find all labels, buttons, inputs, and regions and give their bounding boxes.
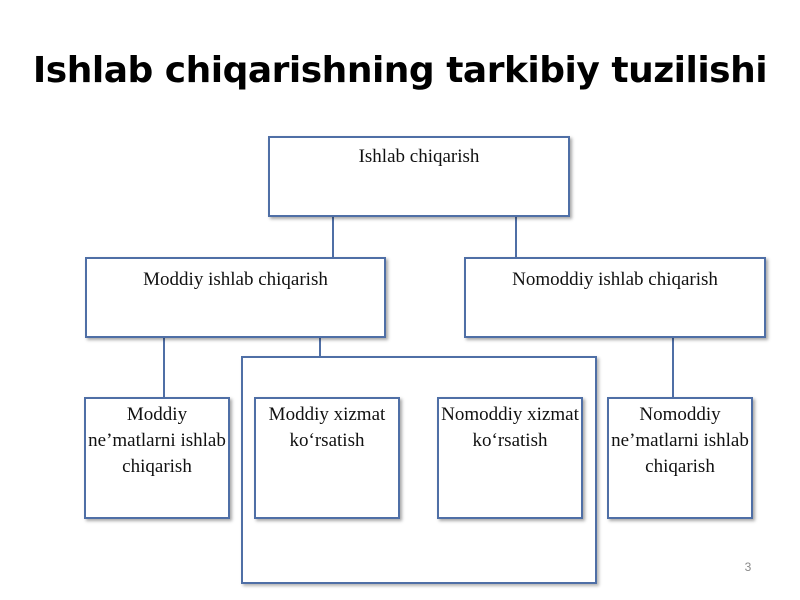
root-node-label: Ishlab chiqarish — [358, 146, 480, 167]
connector-moddiy-to-leaf-1 — [163, 337, 165, 398]
connector-root-to-moddiy — [332, 216, 334, 258]
leaf-node-label: Nomoddiy xizmat ko‘rsatish — [441, 404, 579, 451]
slide-title: Ishlab chiqarishning tarkibiy tuzilishi — [32, 50, 768, 91]
root-node: Ishlab chiqarish — [268, 136, 570, 217]
leaf-node-moddiy-xizmat: Moddiy xizmat ko‘rsatish — [254, 397, 400, 519]
branch-node-label: Nomoddiy ishlab chiqarish — [512, 269, 718, 290]
page-number: 3 — [744, 560, 752, 574]
services-group-frame — [241, 356, 597, 584]
leaf-node-label: Moddiy xizmat ko‘rsatish — [268, 404, 386, 451]
leaf-node-nomoddiy-xizmat: Nomoddiy xizmat ko‘rsatish — [437, 397, 583, 519]
connector-moddiy-to-group — [319, 337, 321, 357]
leaf-node-nomoddiy-nematlar: Nomoddiy ne’matlarni ishlab chiqarish — [607, 397, 753, 519]
leaf-node-label: Moddiy ne’matlarni ishlab chiqarish — [88, 404, 226, 477]
branch-node-label: Moddiy ishlab chiqarish — [143, 269, 328, 290]
connector-root-to-nomoddiy — [515, 216, 517, 258]
branch-node-nomoddiy: Nomoddiy ishlab chiqarish — [464, 257, 766, 338]
branch-node-moddiy: Moddiy ishlab chiqarish — [85, 257, 386, 338]
connector-nomoddiy-to-leaf-4 — [672, 337, 674, 398]
leaf-node-moddiy-nematlar: Moddiy ne’matlarni ishlab chiqarish — [84, 397, 230, 519]
leaf-node-label: Nomoddiy ne’matlarni ishlab chiqarish — [611, 404, 749, 477]
